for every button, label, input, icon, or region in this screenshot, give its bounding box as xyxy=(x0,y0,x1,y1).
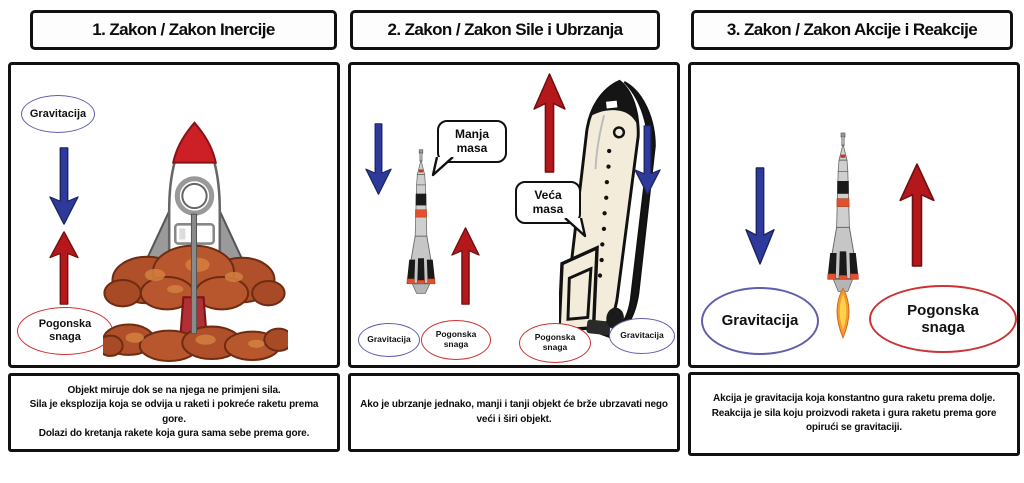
description-line: Dolazi do kretanja rakete koja gura sama… xyxy=(38,428,310,439)
gravity-oval-label: Gravitacija xyxy=(701,287,819,355)
panel3-illustration-box: Gravitacija Pogonska snaga xyxy=(688,62,1020,368)
cartoon-rocket-launch-illustration xyxy=(103,121,288,362)
description-line: Akcija je gravitacija koja konstantno gu… xyxy=(713,393,995,405)
gravity-label: Gravitacija xyxy=(620,330,664,341)
gravity-down-arrow-icon xyxy=(634,125,661,195)
speech-bubble-tail xyxy=(431,156,454,176)
thrust-up-arrow-icon xyxy=(49,231,79,305)
gravity-label: Gravitacija xyxy=(367,334,411,345)
soyuz-rocket-illustration xyxy=(406,149,436,294)
thrust-label: Pogonska snaga xyxy=(907,301,979,336)
gravity-oval-label: Gravitacija xyxy=(609,318,675,354)
panel1-header: 1. Zakon / Zakon Inercije xyxy=(30,10,337,50)
thrust-oval-label: Pogonska snaga xyxy=(17,307,113,355)
gravity-down-arrow-icon xyxy=(49,147,79,225)
thrust-label: Pogonska snaga xyxy=(534,332,576,352)
space-shuttle-illustration xyxy=(559,79,656,339)
description-line: Objekt miruje dok se na njega ne primjen… xyxy=(67,384,281,396)
panel3-description: Akcija je gravitacija koja konstantno gu… xyxy=(688,372,1020,456)
thrust-oval-label: Pogonska snaga xyxy=(421,320,491,360)
panel2-header: 2. Zakon / Zakon Sile i Ubrzanja xyxy=(350,10,660,50)
panel1-illustration-box: Gravitacija Pogonska snaga xyxy=(8,62,340,368)
thrust-label: Pogonska snaga xyxy=(38,318,92,343)
gravity-label: Gravitacija xyxy=(721,312,799,330)
thrust-label: Pogonska snaga xyxy=(435,329,477,349)
gravity-label: Gravitacija xyxy=(29,107,87,120)
gravity-oval-label: Gravitacija xyxy=(21,95,95,133)
panel2-title: 2. Zakon / Zakon Sile i Ubrzanja xyxy=(387,20,624,39)
panel1-title: 1. Zakon / Zakon Inercije xyxy=(92,20,275,39)
soyuz-rocket-flying-illustration xyxy=(827,132,859,340)
panel3-header: 3. Zakon / Zakon Akcije i Reakcije xyxy=(691,10,1013,50)
panel2-illustration-box: Manja masa Gravitacija Pogonska snaga xyxy=(348,62,680,368)
panel2-description: Ako je ubrzanje jednako, manji i tanji o… xyxy=(348,373,680,452)
description-line: Sila je eksplozija koja se odvija u rake… xyxy=(29,399,319,425)
panel1-description: Objekt miruje dok se na njega ne primjen… xyxy=(8,373,340,452)
large-mass-speech-bubble: Veća masa xyxy=(515,181,587,237)
thrust-oval-label: Pogonska snaga xyxy=(869,285,1017,353)
thrust-up-arrow-icon xyxy=(899,163,935,267)
gravity-down-arrow-icon xyxy=(365,123,392,195)
thrust-up-arrow-icon xyxy=(451,227,480,305)
small-mass-label: Manja masa xyxy=(454,127,489,156)
gravity-down-arrow-icon xyxy=(745,167,775,265)
description-line: Reakcija je sila koju proizvodi raketa i… xyxy=(711,407,997,434)
panel3-title: 3. Zakon / Zakon Akcije i Reakcije xyxy=(726,20,978,39)
gravity-oval-label: Gravitacija xyxy=(358,323,420,357)
small-mass-speech-bubble: Manja masa xyxy=(431,120,507,176)
large-mass-label: Veća masa xyxy=(532,188,564,217)
thrust-oval-label: Pogonska snaga xyxy=(519,323,591,363)
description-line: Ako je ubrzanje jednako, manji i tanji o… xyxy=(360,399,668,425)
speech-bubble-tail xyxy=(564,217,587,237)
